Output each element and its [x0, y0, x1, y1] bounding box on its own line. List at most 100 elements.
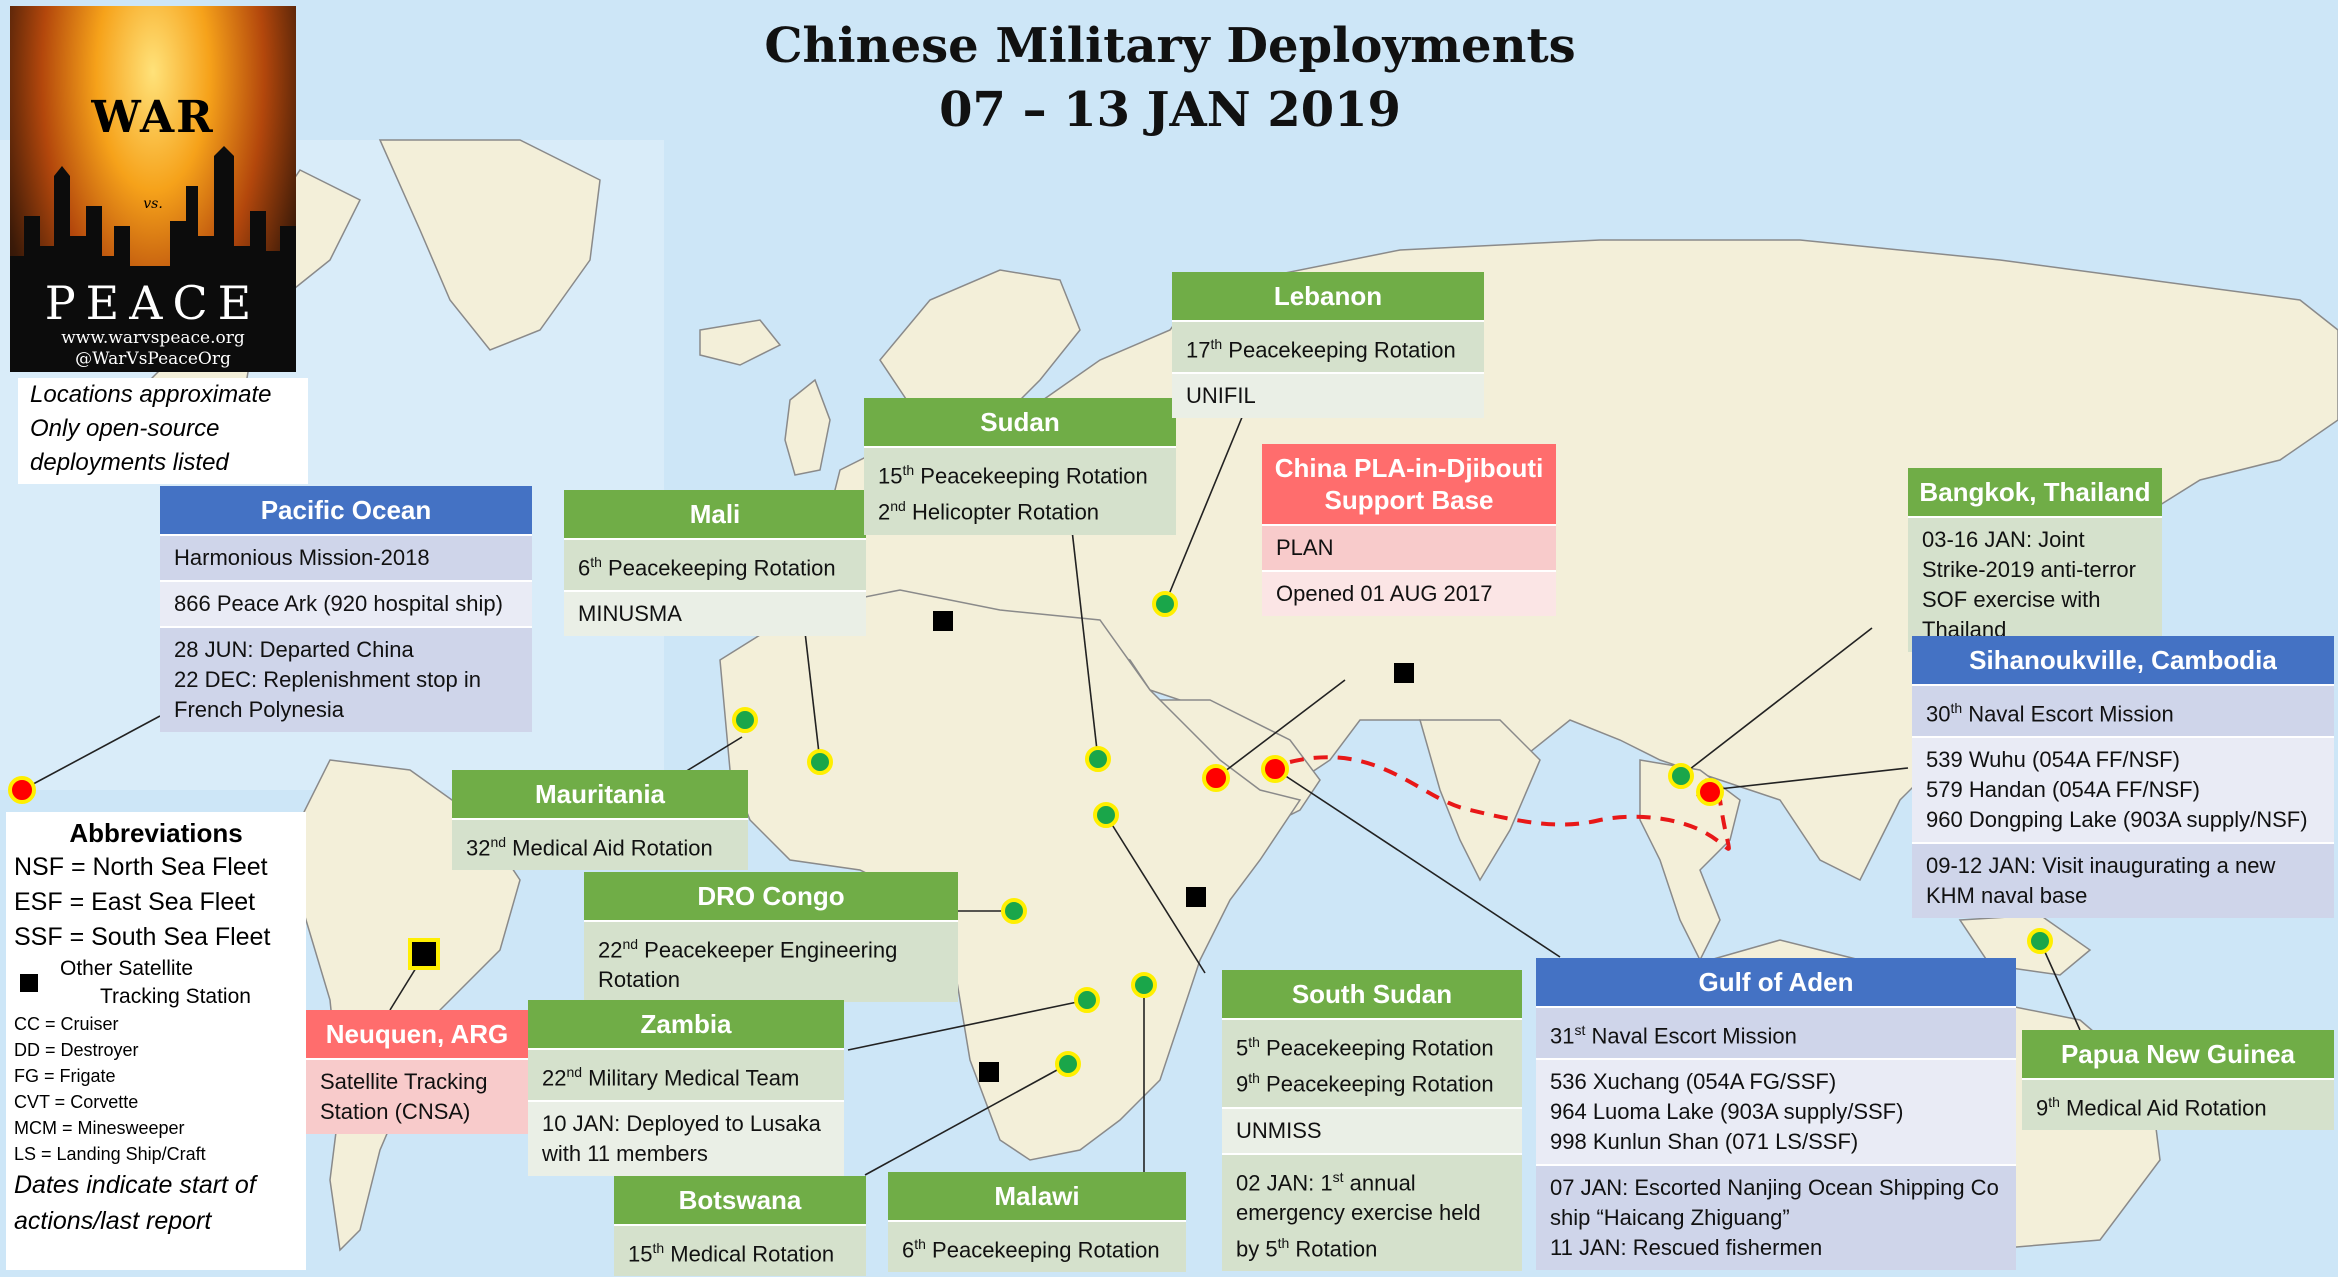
abbr-ship: MCM = Minesweeper	[14, 1118, 185, 1138]
land-india	[1419, 719, 1541, 882]
card-row: 17th Peacekeeping Rotation	[1172, 320, 1484, 373]
marker-djibouti	[1202, 764, 1230, 792]
abbr-ship: CVT = Corvette	[14, 1092, 139, 1112]
card-title: Bangkok, Thailand	[1908, 468, 2162, 516]
abbr-ship: CC = Cruiser	[14, 1014, 119, 1034]
card-row: MINUSMA	[564, 590, 866, 637]
card-title: China PLA-in-Djibouti Support Base	[1262, 444, 1556, 524]
card-title: Lebanon	[1172, 272, 1484, 320]
logo-handle: @WarVsPeaceOrg	[75, 349, 231, 369]
card-row: 536 Xuchang (054A FG/SSF) 964 Luoma Lake…	[1536, 1058, 2016, 1165]
abbr-fleet: ESF = East Sea Fleet	[14, 888, 256, 916]
tracking-station-marker	[933, 611, 953, 631]
marker-pacific-ocean	[8, 776, 36, 804]
card-title: Mauritania	[452, 770, 748, 818]
logo-war: WAR	[91, 92, 215, 143]
abbr-fleet: NSF = North Sea Fleet	[14, 853, 268, 881]
card-title: Botswana	[614, 1176, 866, 1224]
card-title: Gulf of Aden	[1536, 958, 2016, 1006]
card-title: Zambia	[528, 1000, 844, 1048]
marker-bangkok	[1668, 763, 1694, 789]
card-row: 5th Peacekeeping Rotation 9th Peacekeepi…	[1222, 1018, 1522, 1107]
card-row: Satellite Tracking Station (CNSA)	[306, 1058, 528, 1134]
card-row: 15th Medical Rotation	[614, 1224, 866, 1277]
deployment-markers	[8, 591, 2053, 1077]
war-vs-peace-logo: WAR vs. PEACE www.warvspeace.org @WarVsP…	[10, 6, 296, 372]
abbreviations-title: Abbreviations	[69, 818, 243, 848]
abbr-ship: FG = Frigate	[14, 1066, 116, 1086]
abbr-ship: LS = Landing Ship/Craft	[14, 1144, 206, 1164]
card-row: PLAN	[1262, 524, 1556, 570]
black-square-icon	[20, 974, 38, 992]
marker-lebanon	[1152, 591, 1178, 617]
card-row: 6th Peacekeeping Rotation	[564, 538, 866, 591]
card-title: Neuquen, ARG	[306, 1010, 528, 1058]
card-title: Sihanoukville, Cambodia	[1912, 636, 2334, 684]
tracking-station-marker	[979, 1062, 999, 1082]
card-row: 30th Naval Escort Mission	[1912, 684, 2334, 737]
card-title: South Sudan	[1222, 970, 1522, 1018]
card-row: UNIFIL	[1172, 372, 1484, 419]
title-line-2: 07 – 13 JAN 2019	[939, 82, 1401, 138]
card-title: Papua New Guinea	[2022, 1030, 2334, 1078]
note-line: deployments listed	[30, 449, 229, 476]
abbr-fleet: SSF = South Sea Fleet	[14, 923, 271, 951]
disclaimer-note: Locations approximate Only open-source d…	[18, 378, 308, 484]
marker-malawi	[1131, 972, 1157, 998]
card-row: 02 JAN: 1st annual emergency exercise he…	[1222, 1152, 1522, 1272]
dates-note: Dates indicate start of actions/last rep…	[14, 1171, 256, 1235]
card-row: 22nd Peacekeeper Engineering Rotation	[584, 920, 958, 1003]
card-row: 09-12 JAN: Visit inaugurating a new KHM …	[1912, 842, 2334, 919]
card-row: 03-16 JAN: Joint Strike-2019 anti-terror…	[1908, 516, 2162, 652]
land-indochina	[1639, 759, 1741, 962]
card-row: 32nd Medical Aid Rotation	[452, 818, 748, 871]
card-title: Mali	[564, 490, 866, 538]
land-iceland	[699, 319, 782, 366]
note-line: Only open-source	[30, 415, 220, 442]
land-greenland	[378, 139, 601, 351]
card-title: DRO Congo	[584, 872, 958, 920]
title-line-1: Chinese Military Deployments	[764, 18, 1576, 74]
card-title: Pacific Ocean	[160, 486, 532, 534]
marker-zambia	[1074, 987, 1100, 1013]
tracking-station-marker	[1186, 887, 1206, 907]
card-row: 28 JUN: Departed China 22 DEC: Replenish…	[160, 626, 532, 732]
land-britain	[784, 378, 831, 476]
naval-escort-route	[1289, 755, 1731, 851]
card-row: UNMISS	[1222, 1106, 1522, 1153]
abbreviations-legend: Abbreviations NSF = North Sea Fleet ESF …	[6, 812, 306, 1270]
logo-vs: vs.	[143, 196, 163, 212]
marker-gulf-of-aden	[1261, 755, 1289, 783]
marker-botswana	[1055, 1051, 1081, 1077]
marker-papua-new-guinea	[2027, 928, 2053, 954]
card-title: Malawi	[888, 1172, 1186, 1220]
city-skyline-icon	[10, 146, 296, 372]
card-row: 22nd Military Medical Team	[528, 1048, 844, 1101]
card-row: 9th Medical Aid Rotation	[2022, 1078, 2334, 1131]
page-title: Chinese Military Deployments 07 – 13 JAN…	[620, 14, 1720, 142]
card-row: 10 JAN: Deployed to Lusaka with 11 membe…	[528, 1100, 844, 1177]
abbr-ship: DD = Destroyer	[14, 1040, 139, 1060]
marker-mali	[807, 749, 833, 775]
note-line: Locations approximate	[30, 381, 272, 408]
legend-tracking-label: Other Satellite Tracking Station	[60, 957, 251, 1008]
logo-url: www.warvspeace.org @WarVsPeaceOrg	[10, 328, 296, 370]
tracking-station-marker	[1394, 663, 1414, 683]
card-title: Sudan	[864, 398, 1176, 446]
marker-dro-congo	[1001, 898, 1027, 924]
leader-lines	[21, 409, 2081, 1176]
card-row: 31st Naval Escort Mission	[1536, 1006, 2016, 1059]
card-row: 539 Wuhu (054A FF/NSF) 579 Handan (054A …	[1912, 736, 2334, 843]
